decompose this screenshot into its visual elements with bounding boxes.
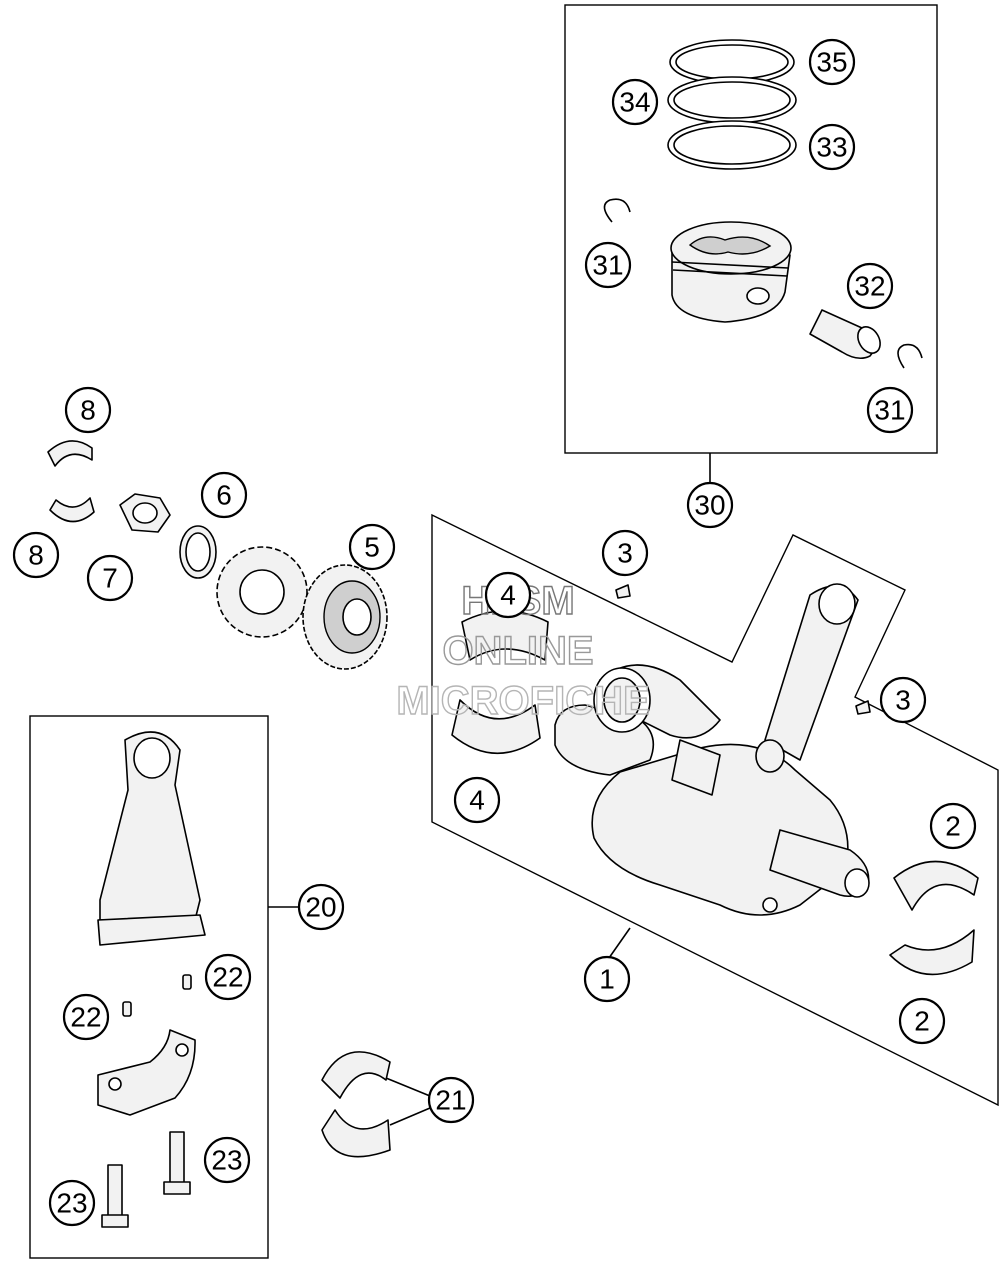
callout-1[interactable]: 1 [583, 955, 631, 1003]
svg-text:6: 6 [216, 480, 232, 511]
callout-35[interactable]: 35 [808, 38, 856, 86]
main-bearing-shell-lower-4 [451, 699, 541, 755]
callout-2a[interactable]: 2 [929, 802, 977, 850]
piston-kit-box [564, 4, 938, 454]
callout-8a[interactable]: 8 [64, 386, 112, 434]
svg-text:1: 1 [599, 964, 615, 995]
svg-text:2: 2 [914, 1006, 930, 1037]
piston-ring-33 [667, 120, 797, 170]
piston-pin [809, 309, 881, 360]
svg-text:33: 33 [816, 132, 847, 163]
rod-bolt-23a [101, 1164, 129, 1228]
leader-1 [608, 927, 631, 959]
callout-8b[interactable]: 8 [12, 531, 60, 579]
svg-text:35: 35 [816, 47, 847, 78]
svg-text:22: 22 [212, 962, 243, 993]
callout-32[interactable]: 32 [846, 262, 894, 310]
callout-5[interactable]: 5 [348, 523, 396, 571]
callout-4b[interactable]: 4 [453, 776, 501, 824]
callout-4a[interactable]: 4 [484, 571, 532, 619]
svg-text:2: 2 [945, 811, 961, 842]
svg-text:31: 31 [874, 395, 905, 426]
connecting-rod [97, 731, 206, 946]
svg-text:21: 21 [435, 1085, 466, 1116]
callout-34[interactable]: 34 [611, 78, 659, 126]
hex-nut-7 [119, 493, 171, 533]
callout-23b[interactable]: 23 [203, 1136, 251, 1184]
leader-21a [385, 1077, 431, 1097]
watermark-line-2: ONLINE [442, 629, 593, 673]
svg-text:20: 20 [305, 892, 336, 923]
svg-text:23: 23 [56, 1188, 87, 1219]
dowel-22a [182, 974, 192, 990]
piston-ring-35 [669, 39, 795, 85]
connecting-rod-kit-box [29, 715, 269, 1259]
callout-21[interactable]: 21 [427, 1076, 475, 1124]
piston [670, 221, 792, 323]
svg-text:8: 8 [80, 395, 96, 426]
callout-33[interactable]: 33 [808, 123, 856, 171]
watermark-line-3: MICROFICHE [396, 679, 649, 723]
circlip-right [897, 343, 923, 369]
callout-6[interactable]: 6 [200, 471, 248, 519]
dowel-22b [122, 1001, 132, 1017]
conrod-bearing-upper-21 [321, 1051, 391, 1099]
svg-text:30: 30 [694, 490, 725, 521]
circlip-left [603, 198, 631, 223]
trigger-wheel [216, 546, 308, 638]
callout-31a[interactable]: 31 [584, 241, 632, 289]
svg-text:32: 32 [854, 271, 885, 302]
svg-text:22: 22 [70, 1002, 101, 1033]
svg-text:5: 5 [364, 532, 380, 563]
locating-pin-3b [855, 700, 871, 715]
gear-5 [302, 564, 388, 670]
svg-text:3: 3 [617, 538, 633, 569]
conrod-bearing-lower-21 [321, 1109, 391, 1158]
rod-bolt-23b [163, 1131, 191, 1195]
svg-text:23: 23 [211, 1145, 242, 1176]
locating-pin-3a [615, 584, 631, 599]
callout-3b[interactable]: 3 [879, 676, 927, 724]
svg-text:34: 34 [619, 87, 650, 118]
svg-text:3: 3 [895, 685, 911, 716]
svg-text:4: 4 [469, 785, 485, 816]
crankshaft-group-outline [431, 513, 999, 1107]
callout-2b[interactable]: 2 [898, 997, 946, 1045]
svg-text:8: 8 [28, 540, 44, 571]
piston-ring-34 [667, 76, 797, 124]
callout-20[interactable]: 20 [297, 883, 345, 931]
leader-21b [389, 1107, 431, 1126]
rod-cap [97, 1029, 196, 1116]
main-bearing-shell-lower-2 [889, 929, 975, 976]
callout-22a[interactable]: 22 [204, 953, 252, 1001]
bearing-shell-lower-8 [49, 497, 95, 523]
main-bearing-shell-upper-2 [893, 860, 979, 911]
bearing-shell-upper-8 [47, 440, 93, 467]
svg-text:4: 4 [500, 580, 516, 611]
crankshaft-assembly [554, 583, 870, 916]
callout-3a[interactable]: 3 [601, 529, 649, 577]
svg-text:7: 7 [102, 563, 118, 594]
callout-7[interactable]: 7 [86, 554, 134, 602]
callout-31b[interactable]: 31 [866, 386, 914, 434]
callout-23a[interactable]: 23 [48, 1179, 96, 1227]
main-bearing-shell-upper-4 [461, 610, 549, 661]
svg-text:31: 31 [592, 250, 623, 281]
washer-6 [179, 525, 217, 579]
callout-30[interactable]: 30 [686, 481, 734, 529]
callout-22b[interactable]: 22 [62, 993, 110, 1041]
